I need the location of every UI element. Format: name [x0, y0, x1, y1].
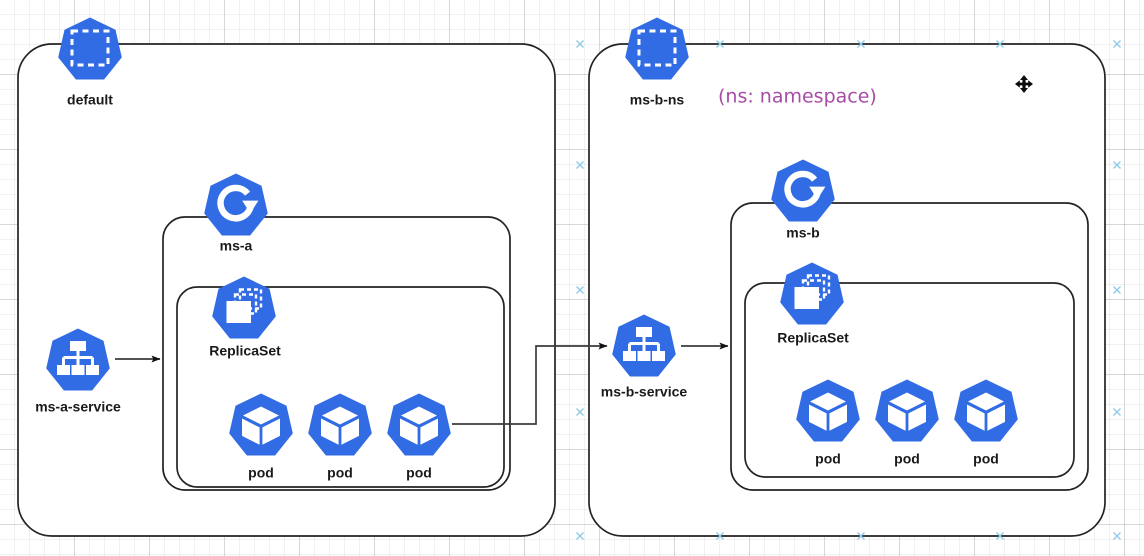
- replicaset-ms-b-label: ReplicaSet: [777, 330, 849, 346]
- selection-handle-top-right[interactable]: [1112, 39, 1122, 49]
- connector-pod-to-ms-b-service[interactable]: [452, 342, 608, 425]
- selection-handle-bottom-left[interactable]: [575, 531, 585, 541]
- pod-ms-a-2[interactable]: pod: [308, 393, 372, 481]
- pod-ms-a-3[interactable]: pod: [387, 393, 451, 481]
- namespace-default[interactable]: default ms-a ReplicaSet pod: [17, 16, 556, 537]
- service-ms-b-service-label: ms-b-service: [601, 384, 688, 400]
- selection-handle-mid-left-2[interactable]: [575, 285, 585, 295]
- service-ms-a-service[interactable]: ms-a-service: [35, 327, 121, 415]
- selection-handle-mid-right-3[interactable]: [1112, 407, 1122, 417]
- selection-handle-mid-right-2[interactable]: [1112, 285, 1122, 295]
- pod-ms-a-1[interactable]: pod: [229, 393, 293, 481]
- selection-handle-bottom-right[interactable]: [1112, 531, 1122, 541]
- pod-label: pod: [248, 465, 274, 481]
- pod-label: pod: [894, 451, 920, 467]
- selection-handle-top-left[interactable]: [575, 39, 585, 49]
- pod-label: pod: [406, 465, 432, 481]
- namespace-default-label: default: [67, 92, 113, 108]
- service-ms-b-service[interactable]: ms-b-service: [601, 313, 688, 400]
- service-ms-a-service-label: ms-a-service: [35, 399, 121, 415]
- deployment-ms-b[interactable]: ms-b ReplicaSet pod p: [730, 160, 1089, 491]
- replicaset-ms-b[interactable]: ReplicaSet pod pod: [744, 261, 1075, 478]
- selection-handle-mid-left-3[interactable]: [575, 407, 585, 417]
- replicaset-ms-a-label: ReplicaSet: [209, 343, 281, 359]
- namespace-note-text: (ns: namespace): [718, 86, 877, 108]
- deployment-ms-b-label: ms-b: [786, 225, 819, 241]
- selection-handle-mid-left-1[interactable]: [575, 160, 585, 170]
- replicaset-ms-a[interactable]: ReplicaSet pod pod: [176, 275, 505, 488]
- deployment-ms-a[interactable]: ms-a ReplicaSet pod p: [162, 174, 511, 491]
- pod-label: pod: [973, 451, 999, 467]
- pod-ms-b-1[interactable]: pod: [796, 379, 860, 467]
- pod-ms-b-2[interactable]: pod: [875, 379, 939, 467]
- pod-ms-b-3[interactable]: pod: [954, 379, 1018, 467]
- deployment-ms-a-label: ms-a: [220, 238, 253, 254]
- pod-label: pod: [815, 451, 841, 467]
- namespace-ms-b-ns[interactable]: ms-b-ns (ns: namespace) ms-b ReplicaSet: [588, 16, 1106, 537]
- namespace-ms-b-ns-label: ms-b-ns: [630, 92, 685, 108]
- selection-handle-mid-right-1[interactable]: [1112, 160, 1122, 170]
- pod-label: pod: [327, 465, 353, 481]
